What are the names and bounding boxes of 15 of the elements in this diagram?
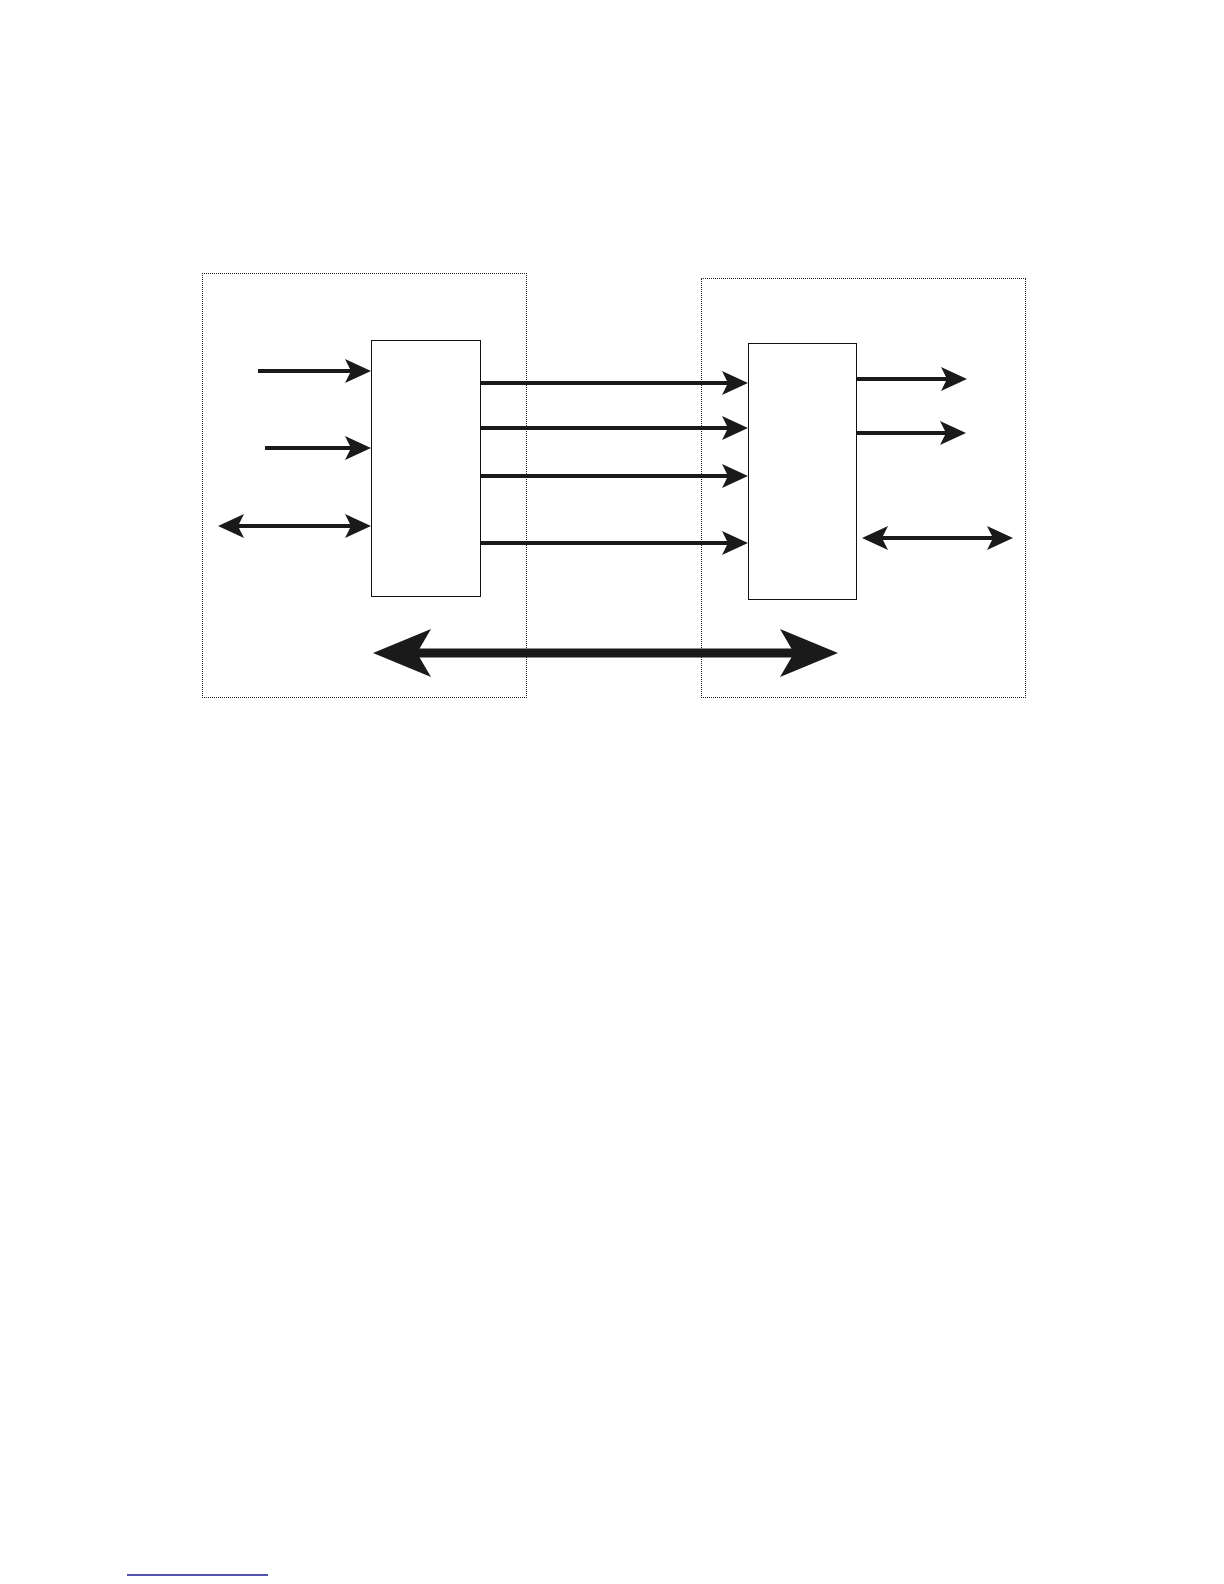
arrow bbox=[862, 526, 1013, 550]
module-block bbox=[747, 342, 857, 600]
arrow bbox=[481, 464, 748, 488]
system-boundary bbox=[701, 278, 1026, 698]
arrow bbox=[857, 367, 967, 391]
double-arrow bbox=[373, 629, 838, 677]
module-block bbox=[370, 339, 481, 597]
arrow bbox=[481, 416, 748, 440]
arrow bbox=[481, 531, 748, 555]
arrow bbox=[258, 359, 371, 383]
system-boundary bbox=[202, 273, 527, 698]
arrow bbox=[218, 514, 371, 538]
arrow bbox=[857, 421, 966, 445]
arrow bbox=[481, 371, 748, 395]
arrow bbox=[265, 436, 371, 460]
